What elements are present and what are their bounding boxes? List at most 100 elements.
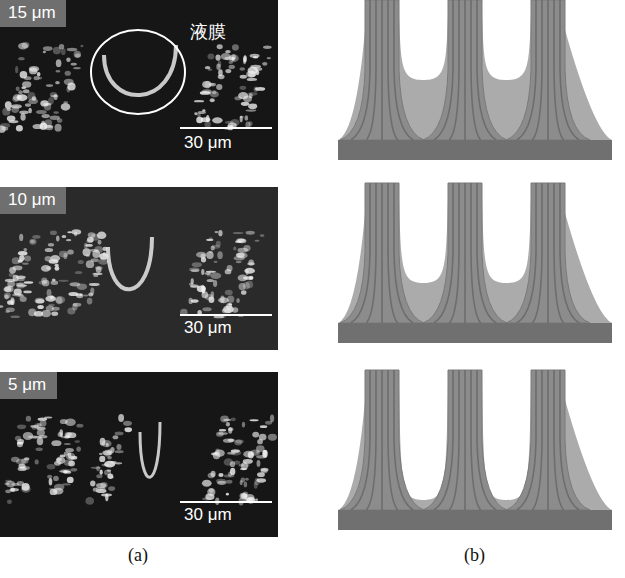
bright-speck xyxy=(260,234,265,237)
bright-speck xyxy=(45,248,53,252)
bright-speck xyxy=(225,269,232,274)
fiber-line xyxy=(381,0,383,140)
bright-speck xyxy=(0,305,3,308)
bright-speck xyxy=(91,258,99,262)
bright-speck xyxy=(110,476,114,478)
bright-speck xyxy=(191,299,199,302)
bright-speck xyxy=(232,307,239,313)
fiber-line xyxy=(560,0,579,140)
bright-speck xyxy=(44,103,51,111)
bright-speck xyxy=(245,494,255,502)
bright-speck xyxy=(71,63,77,66)
bright-speck xyxy=(19,234,23,241)
bright-speck xyxy=(248,121,252,126)
bright-speck xyxy=(8,120,18,123)
bright-speck xyxy=(43,103,52,106)
bright-speck xyxy=(59,429,63,437)
panel-label: (a) xyxy=(128,545,148,566)
bright-speck xyxy=(96,474,102,478)
bright-speck xyxy=(205,272,212,275)
pillar-schematic xyxy=(338,0,612,160)
bright-speck xyxy=(214,261,218,263)
bright-speck xyxy=(249,419,258,421)
fiber-line xyxy=(434,370,453,510)
bright-speck xyxy=(207,54,214,60)
bright-speck xyxy=(254,481,258,488)
bright-speck xyxy=(191,278,194,284)
bright-speck xyxy=(55,81,60,84)
liquid-film xyxy=(140,422,160,477)
bright-speck xyxy=(238,464,244,467)
bright-speck xyxy=(20,113,25,121)
bright-speck xyxy=(74,440,80,443)
liquid-film xyxy=(108,237,152,289)
bright-speck xyxy=(206,239,213,241)
fiber-line xyxy=(554,370,564,510)
bright-speck xyxy=(111,461,117,463)
bright-speck xyxy=(66,239,71,241)
bright-speck xyxy=(6,481,15,488)
bright-speck xyxy=(110,447,114,453)
bright-speck xyxy=(28,436,38,439)
bright-speck xyxy=(245,478,249,481)
bright-speck xyxy=(40,123,47,130)
bright-speck xyxy=(202,307,211,311)
fiber-line xyxy=(517,0,536,140)
bright-speck xyxy=(189,267,199,271)
fiber-line xyxy=(394,183,413,323)
bright-speck xyxy=(67,48,78,51)
bright-speck xyxy=(236,298,239,303)
bright-speck xyxy=(210,98,215,102)
bright-speck xyxy=(238,92,248,99)
bright-speck xyxy=(76,424,83,428)
bright-speck xyxy=(191,269,200,272)
bright-speck xyxy=(67,477,74,483)
bright-speck xyxy=(217,251,223,259)
bright-speck xyxy=(32,235,40,239)
bright-speck xyxy=(43,51,46,53)
bright-speck xyxy=(47,464,56,469)
bright-speck xyxy=(76,294,83,299)
photo-ground xyxy=(0,0,278,160)
bright-speck xyxy=(75,271,83,274)
bright-speck xyxy=(60,419,68,424)
bright-speck xyxy=(260,425,268,428)
fiber-line xyxy=(434,183,453,323)
fiber-line xyxy=(351,370,370,510)
bright-speck xyxy=(253,56,258,59)
bright-speck xyxy=(11,104,22,108)
bright-speck xyxy=(255,240,260,242)
micrograph xyxy=(0,372,278,537)
bright-speck xyxy=(123,421,132,426)
bright-speck xyxy=(50,116,60,120)
bright-speck xyxy=(247,262,255,265)
bright-speck xyxy=(243,451,254,458)
bright-speck xyxy=(240,116,243,123)
bright-speck xyxy=(236,261,242,263)
bright-speck xyxy=(100,469,103,475)
depth-tag: 15 μm xyxy=(0,0,66,27)
bright-speck xyxy=(67,307,75,314)
bright-speck xyxy=(55,70,60,73)
bright-speck xyxy=(73,67,81,69)
bright-speck xyxy=(115,431,124,435)
bright-speck xyxy=(230,119,239,126)
bright-speck xyxy=(66,86,70,92)
bright-speck xyxy=(245,269,248,275)
pillar-schematic xyxy=(338,183,612,343)
bright-speck xyxy=(212,90,217,94)
bright-speck xyxy=(108,486,115,491)
bright-speck xyxy=(217,44,223,49)
bright-speck xyxy=(94,246,103,253)
bright-speck xyxy=(97,240,101,245)
bright-speck xyxy=(49,488,55,490)
bright-speck xyxy=(104,470,111,476)
bright-speck xyxy=(43,46,53,51)
bright-speck xyxy=(256,451,259,454)
bright-speck xyxy=(220,415,229,422)
bright-speck xyxy=(228,471,232,477)
bright-speck xyxy=(35,298,45,304)
bright-speck xyxy=(35,447,42,451)
bright-speck xyxy=(96,466,100,471)
bright-speck xyxy=(28,308,36,316)
